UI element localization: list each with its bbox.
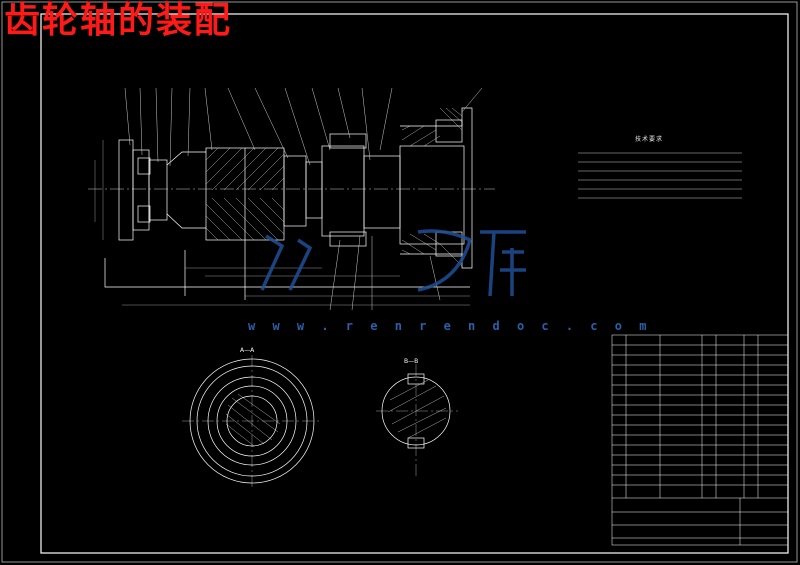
section-hatching (205, 107, 463, 267)
tech-requirements-title: 技术要求 (635, 136, 664, 143)
dimension-lines (94, 140, 470, 306)
section-view-a (182, 355, 322, 490)
section-label-bb: B—B (404, 358, 419, 365)
watermark-url: w w w . r e n r e n d o c . c o m (248, 319, 652, 333)
section-view-b (376, 364, 458, 478)
drawing-frame (40, 13, 789, 554)
assembly-main-view (88, 107, 495, 300)
drawing-title: 齿轮轴的装配 (4, 0, 233, 41)
parts-list-table (611, 334, 789, 546)
part-leaders (124, 87, 483, 311)
tech-requirements-block (578, 152, 742, 199)
section-label-aa: A—A (240, 347, 255, 354)
watermark-logo (260, 229, 526, 297)
